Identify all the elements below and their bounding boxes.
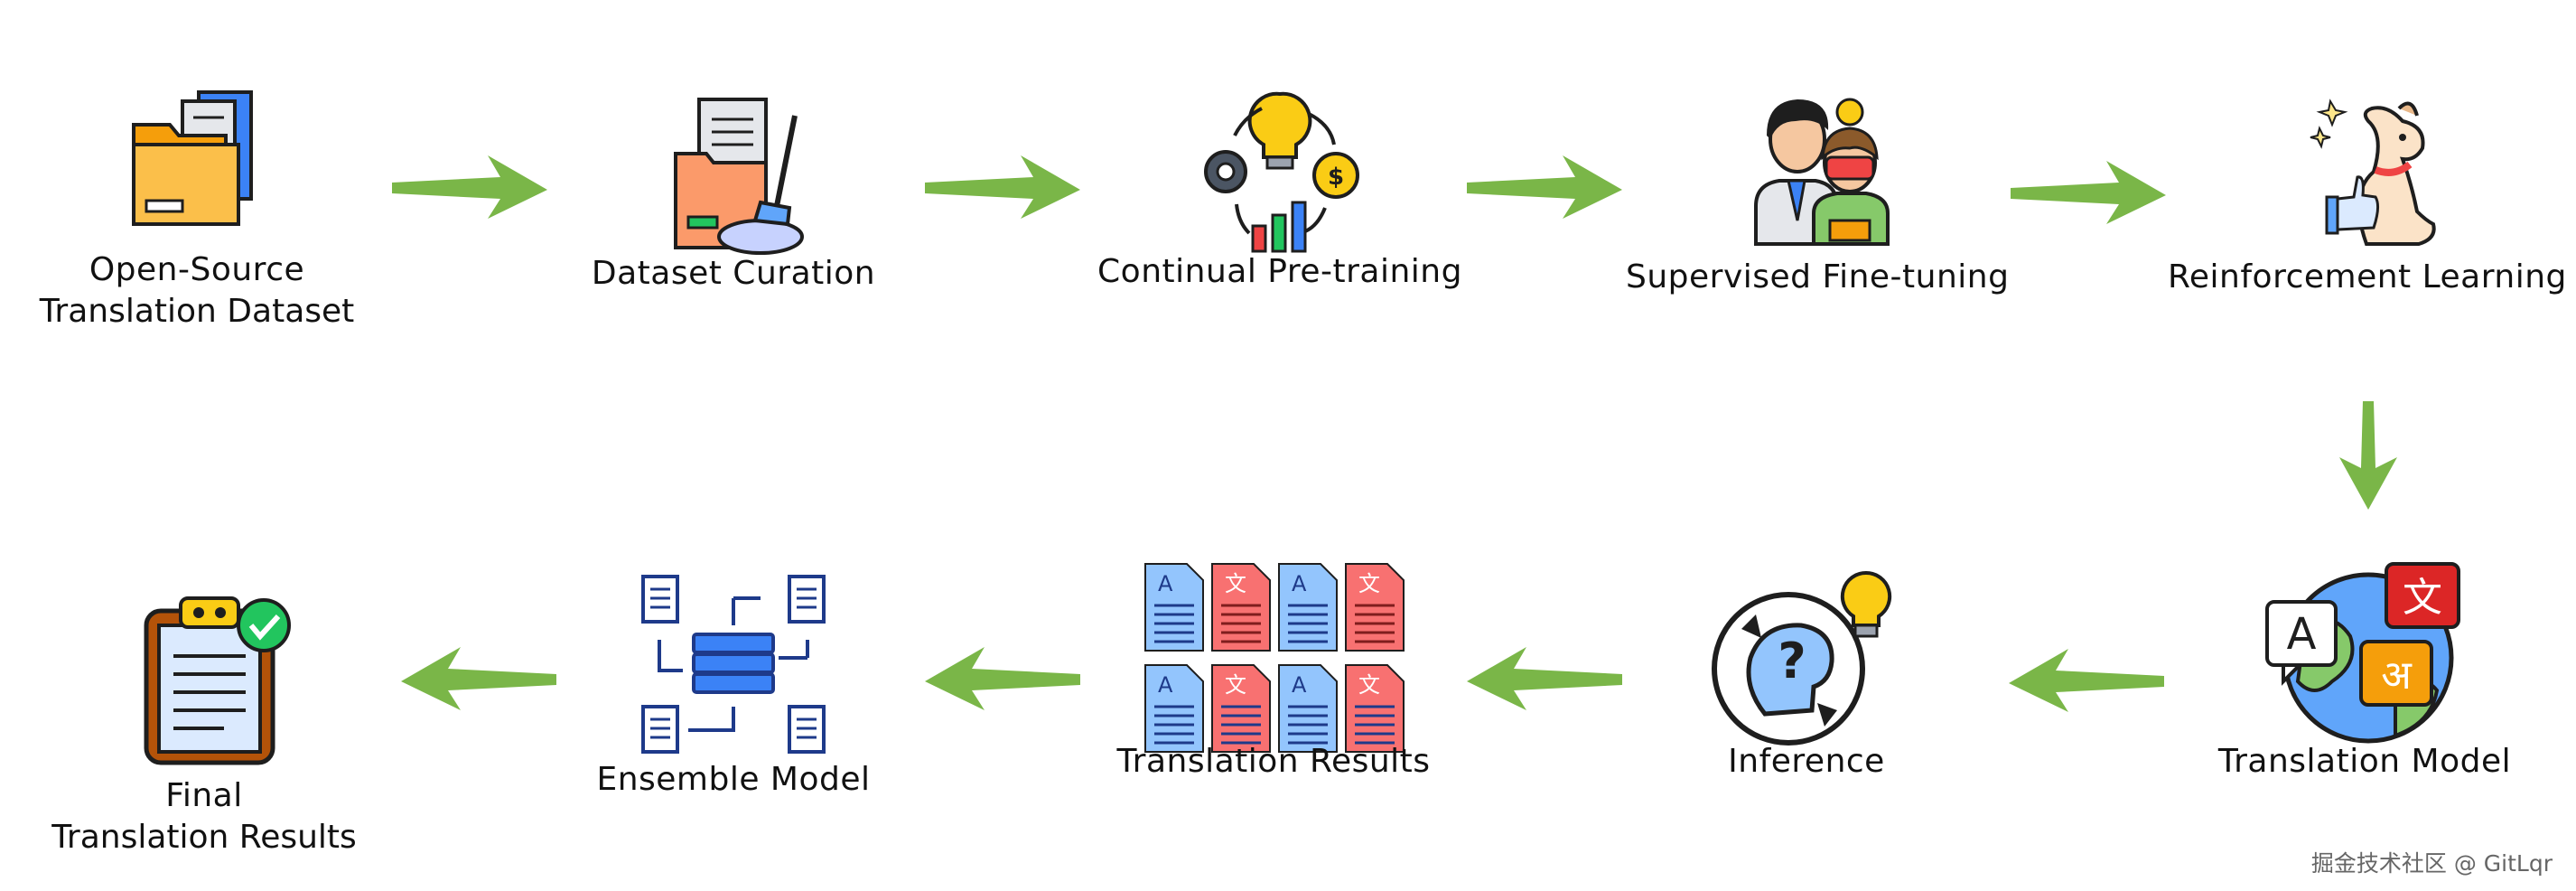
svg-text:A: A bbox=[1158, 571, 1173, 596]
dog-thumbs-up-icon bbox=[2310, 98, 2436, 246]
globe-language-icon: A 文 अ bbox=[2265, 562, 2460, 744]
node-reinforcement-learning: Reinforcement Learning bbox=[2168, 85, 2567, 298]
svg-text:文: 文 bbox=[1358, 672, 1380, 698]
node-label: Final bbox=[165, 777, 243, 814]
folder-broom-icon bbox=[674, 98, 804, 255]
latin-letter-glyph: A bbox=[2287, 609, 2317, 660]
chinese-glyph: 文 bbox=[2403, 575, 2442, 621]
node-label: Supervised Fine-tuning bbox=[1626, 258, 2010, 295]
translated-document-icon: 文 bbox=[1211, 664, 1271, 753]
svg-text:文: 文 bbox=[1225, 672, 1246, 698]
arrow-left-icon bbox=[925, 647, 1080, 710]
teacher-student-icon bbox=[1754, 98, 1890, 246]
svg-text:A: A bbox=[1158, 672, 1173, 698]
node-open-source-dataset: Open-Source Translation Dataset bbox=[7, 89, 387, 333]
node-translation-results: A 文 A 文 A 文 A 文 Translation Results bbox=[1084, 558, 1463, 783]
svg-text:文: 文 bbox=[1225, 571, 1246, 596]
node-label: Translation Results bbox=[1116, 743, 1431, 780]
folder-documents-icon bbox=[132, 90, 253, 226]
arrow-right-icon bbox=[1467, 155, 1622, 219]
node-supervised-finetuning: Supervised Fine-tuning bbox=[1626, 85, 2010, 298]
translated-document-icon: A bbox=[1278, 664, 1338, 753]
watermark: 掘金技术社区 @ GitLqr bbox=[2310, 850, 2553, 877]
node-label: Open-Source bbox=[89, 251, 305, 288]
node-label: Translation Model bbox=[2217, 743, 2512, 780]
node-label: Translation Dataset bbox=[39, 293, 355, 330]
arrow-right-icon bbox=[2011, 161, 2166, 224]
arrow-left-icon bbox=[2009, 649, 2164, 712]
translated-document-icon: 文 bbox=[1345, 563, 1405, 652]
arrow-left-icon bbox=[401, 647, 556, 710]
node-label: Reinforcement Learning bbox=[2168, 258, 2567, 295]
node-label: Continual Pre-training bbox=[1097, 253, 1462, 290]
arrow-right-icon bbox=[925, 155, 1080, 219]
node-continual-pretraining: $ Continual Pre-training bbox=[1090, 81, 1470, 293]
svg-text:$: $ bbox=[1328, 164, 1344, 191]
svg-text:A: A bbox=[1292, 672, 1307, 698]
svg-text:?: ? bbox=[1778, 633, 1806, 689]
server-documents-icon bbox=[641, 575, 826, 754]
svg-text:A: A bbox=[1292, 571, 1307, 596]
translated-document-icon: A bbox=[1144, 563, 1204, 652]
arrow-right-icon bbox=[392, 155, 547, 219]
lightbulb-cycle-icon: $ bbox=[1204, 91, 1359, 253]
node-dataset-curation: Dataset Curation bbox=[544, 89, 923, 295]
node-inference: ? Inference bbox=[1617, 551, 1996, 783]
hindi-glyph: अ bbox=[2381, 652, 2413, 699]
translated-document-icon: 文 bbox=[1345, 664, 1405, 753]
translated-documents-icon: A 文 A 文 A 文 A 文 bbox=[1144, 563, 1405, 753]
node-label: Translation Results bbox=[51, 819, 357, 856]
node-label: Ensemble Model bbox=[596, 761, 871, 798]
node-translation-model: A 文 अ Translation Model bbox=[2175, 555, 2554, 783]
node-label: Dataset Curation bbox=[591, 255, 876, 292]
question-head-icon: ? bbox=[1712, 570, 1892, 746]
arrow-down-icon bbox=[2339, 401, 2397, 510]
node-final-results: Final Translation Results bbox=[14, 589, 394, 858]
node-ensemble-model: Ensemble Model bbox=[544, 571, 923, 801]
translated-document-icon: 文 bbox=[1211, 563, 1271, 652]
translated-document-icon: A bbox=[1144, 664, 1204, 753]
svg-text:文: 文 bbox=[1358, 571, 1380, 596]
translated-document-icon: A bbox=[1278, 563, 1338, 652]
node-label: Inference bbox=[1728, 743, 1885, 780]
clipboard-check-icon bbox=[144, 596, 291, 765]
arrow-left-icon bbox=[1467, 647, 1622, 710]
